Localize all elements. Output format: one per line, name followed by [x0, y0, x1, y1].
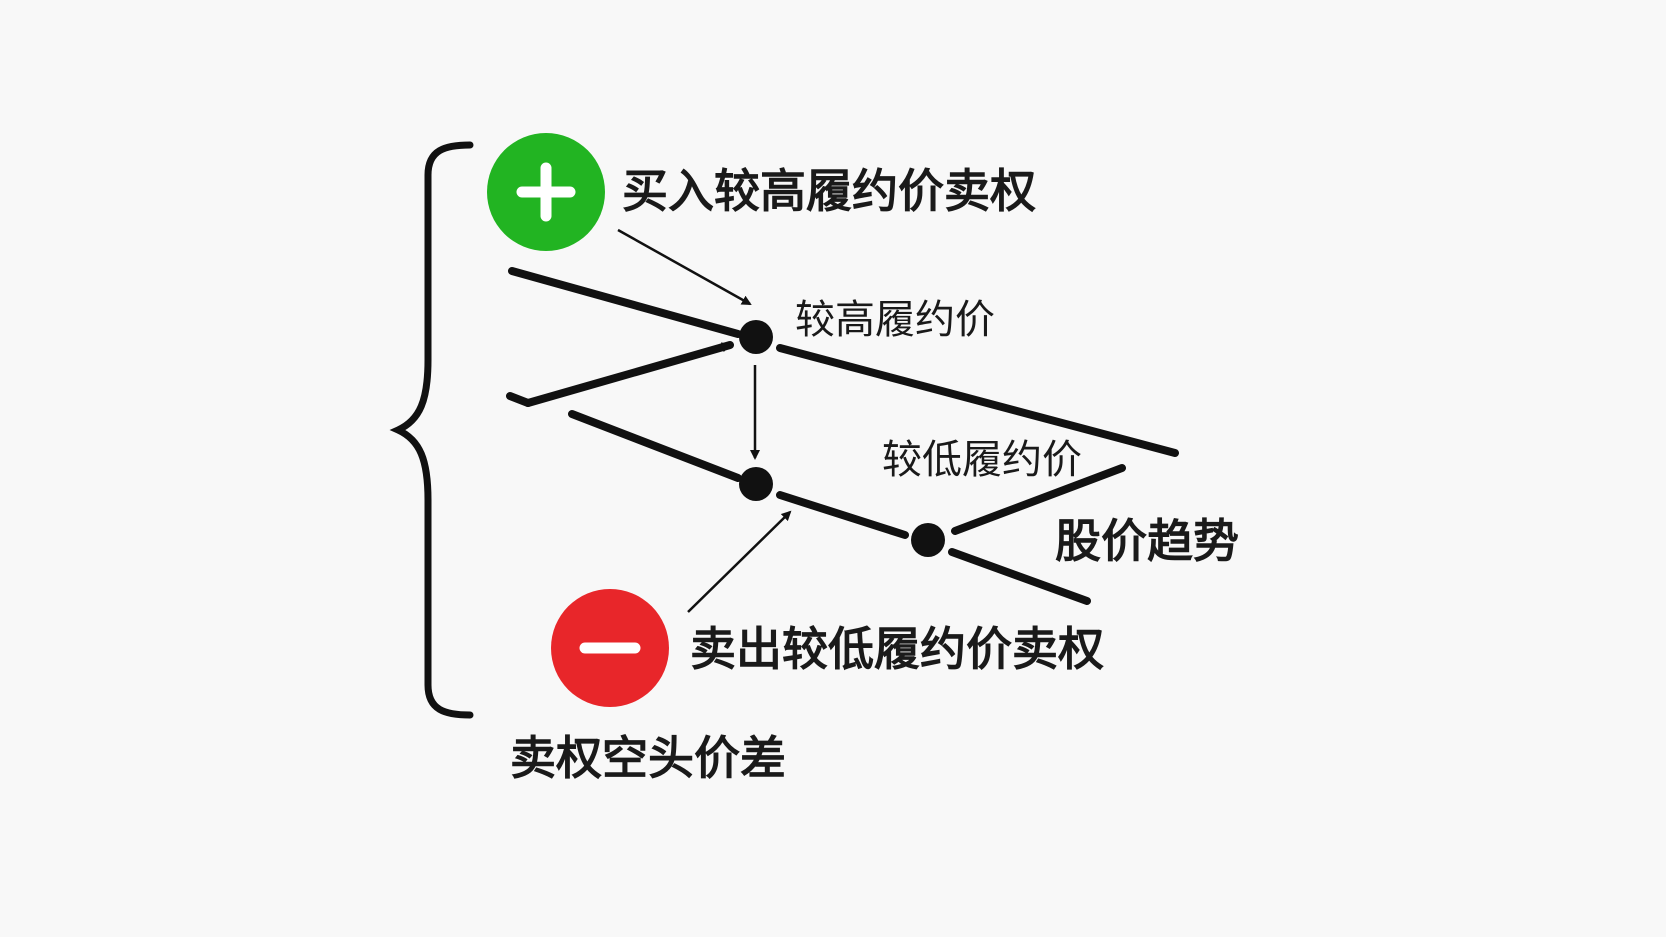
lower-strike-label: 较低履约价	[882, 437, 1082, 483]
lower-line-mid	[776, 491, 909, 539]
upper-line-left	[508, 267, 742, 338]
strategy-name-label: 卖权空头价差	[510, 731, 786, 785]
buy-higher-put-label: 买入较高履约价卖权	[622, 164, 1036, 218]
arrow-sell-to-lower	[687, 510, 792, 613]
trend-point	[911, 523, 945, 557]
lower-line-left	[568, 410, 742, 482]
rising-line	[524, 341, 734, 407]
lower-line-right	[948, 548, 1091, 605]
lower-line-tick	[506, 392, 532, 407]
higher-strike-point	[739, 320, 773, 354]
minus-icon	[551, 589, 669, 707]
sell-lower-put-label: 卖出较低履约价卖权	[690, 622, 1104, 676]
stock-trend-label: 股价趋势	[1055, 514, 1239, 568]
higher-strike-label: 较高履约价	[795, 297, 995, 343]
upper-line-right	[776, 344, 1179, 457]
plus-icon	[487, 133, 605, 251]
left-brace	[389, 141, 474, 719]
lower-strike-point	[739, 467, 773, 501]
stock-trend-line	[951, 464, 1126, 535]
arrow-buy-to-higher	[617, 228, 752, 306]
